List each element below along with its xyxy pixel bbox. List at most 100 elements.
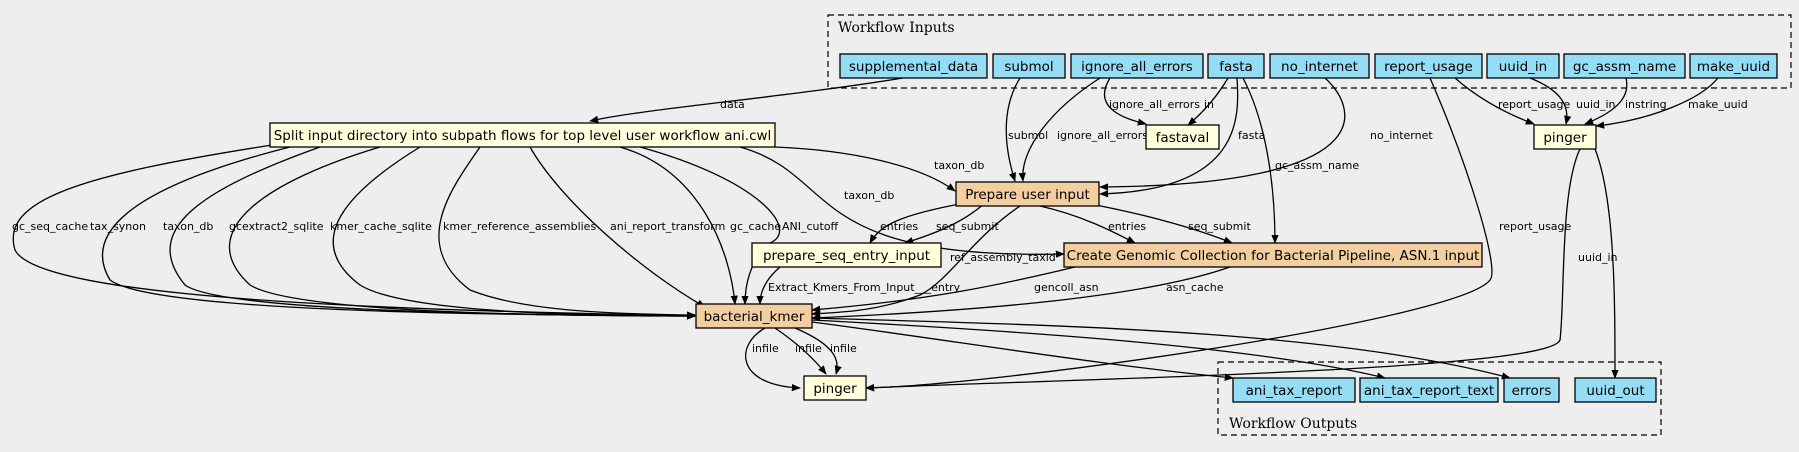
- output-ani-tax-report-text[interactable]: ani_tax_report_text: [1359, 377, 1499, 403]
- edge-out-errors: [811, 317, 1511, 380]
- output-ani-tax-report[interactable]: ani_tax_report: [1232, 377, 1356, 403]
- edge-entries-seq: [869, 202, 966, 244]
- svg-text:ignore_all_errors: ignore_all_errors: [1081, 59, 1193, 75]
- svg-text:pinger: pinger: [813, 381, 857, 397]
- edge-asn-cache: [811, 266, 1231, 322]
- label-entries-gc: entries: [1108, 220, 1146, 233]
- input-report-usage[interactable]: report_usage: [1374, 53, 1483, 79]
- step-split-input-directory[interactable]: Split input directory into subpath flows…: [269, 122, 776, 148]
- step-pinger-bottom[interactable]: pinger: [803, 375, 867, 401]
- input-uuid-in[interactable]: uuid_in: [1486, 53, 1560, 79]
- output-errors[interactable]: errors: [1503, 377, 1560, 403]
- edge-kmer-ref: [438, 146, 696, 319]
- edge-ani-cutoff: [639, 146, 781, 305]
- edge-taxon-db-gc: [739, 146, 1065, 258]
- label-seq-submit-seq: seq_submit: [936, 220, 999, 233]
- input-ignore-all-errors[interactable]: ignore_all_errors: [1070, 53, 1204, 79]
- edge-make-uuid: [1595, 77, 1719, 129]
- label-taxon-db-prepare: taxon_db: [934, 159, 984, 172]
- step-prepare-user-input[interactable]: Prepare user input: [955, 181, 1100, 207]
- edge-uuid-out: [1594, 148, 1619, 379]
- step-bacterial-kmer[interactable]: bacterial_kmer: [695, 303, 813, 329]
- step-nodes: Split input directory into subpath flows…: [269, 122, 1597, 401]
- step-create-genomic-collection[interactable]: Create Genomic Collection for Bacterial …: [1063, 242, 1483, 268]
- svg-text:prepare_seq_entry_input: prepare_seq_entry_input: [763, 248, 930, 264]
- workflow-inputs-title: Workflow Inputs: [838, 20, 955, 36]
- svg-text:gc_assm_name: gc_assm_name: [1573, 59, 1676, 75]
- label-gc-cache: gc_cache: [730, 220, 781, 233]
- edge-seq-submit-seq: [904, 202, 986, 244]
- svg-text:errors: errors: [1512, 383, 1552, 399]
- svg-text:Split input directory into sub: Split input directory into subpath flows…: [274, 128, 772, 144]
- label-instring: instring: [1625, 98, 1667, 111]
- label-gc-seq-cache: gc_seq_cache: [12, 220, 88, 233]
- edge-gcextract2: [228, 146, 696, 320]
- edge-out-ani-tax-report: [811, 321, 1234, 381]
- step-fastaval[interactable]: fastaval: [1145, 124, 1220, 150]
- edge-entries-gc: [1039, 205, 1136, 244]
- workflow-outputs-title: Workflow Outputs: [1229, 416, 1357, 432]
- edge-no-internet: [1099, 77, 1346, 191]
- edge-fasta-in: [1187, 77, 1229, 126]
- edge-ignore-fastaval: [1103, 77, 1147, 126]
- edge-infile-1: [745, 327, 801, 392]
- label-ignore-all-errors-fastaval: ignore_all_errors: [1109, 98, 1200, 111]
- step-prepare-seq-entry-input[interactable]: prepare_seq_entry_input: [751, 242, 942, 268]
- edge-fasta-gc: [1242, 77, 1279, 244]
- input-make-uuid[interactable]: make_uuid: [1689, 53, 1778, 79]
- svg-text:no_internet: no_internet: [1281, 59, 1358, 75]
- label-ref-assembly-taxid: ref_assembly_taxid: [950, 251, 1056, 264]
- label-gencoll-asn: gencoll_asn: [1034, 281, 1099, 294]
- svg-text:uuid_in: uuid_in: [1499, 59, 1548, 75]
- edge-out-ani-tax-report-text: [811, 319, 1386, 380]
- edge-gc-cache: [619, 146, 738, 305]
- edge-gencoll-asn: [811, 266, 1076, 313]
- input-gc-assm-name[interactable]: gc_assm_name: [1563, 53, 1686, 79]
- label-gc-assm-name: gc_assm_name: [1275, 159, 1359, 172]
- svg-text:report_usage: report_usage: [1384, 59, 1473, 75]
- svg-text:bacterial_kmer: bacterial_kmer: [704, 309, 805, 325]
- svg-text:submol: submol: [1004, 59, 1053, 75]
- input-submol[interactable]: submol: [992, 53, 1066, 79]
- label-infile-2: infile: [795, 342, 822, 355]
- label-report-usage-bottom: report_usage: [1499, 220, 1572, 233]
- label-report-usage: report_usage: [1498, 98, 1571, 111]
- svg-text:Prepare user input: Prepare user input: [965, 187, 1090, 203]
- edge-instring: [1584, 77, 1628, 125]
- edge-taxon-db-prepare: [774, 146, 956, 192]
- svg-text:uuid_out: uuid_out: [1586, 383, 1644, 399]
- label-infile-3: infile: [830, 342, 857, 355]
- edge-ani-report: [529, 146, 706, 308]
- svg-text:ani_tax_report: ani_tax_report: [1246, 383, 1343, 399]
- input-fasta[interactable]: fasta: [1207, 53, 1265, 79]
- output-uuid-out[interactable]: uuid_out: [1574, 377, 1657, 403]
- input-no-internet[interactable]: no_internet: [1269, 53, 1370, 79]
- edge-seq-submit-gc: [1084, 202, 1233, 244]
- label-uuid-in-bottom: uuid_in: [1578, 251, 1618, 264]
- edge-kmer-cache: [332, 146, 696, 320]
- edge-gc-seq-cache: [12, 144, 696, 320]
- edge-ignore-prepare: [1018, 77, 1101, 182]
- label-gcextract2-sqlite: gcextract2_sqlite: [229, 220, 324, 233]
- svg-text:make_uuid: make_uuid: [1697, 59, 1770, 75]
- edge-report-usage-bottom: [865, 77, 1493, 392]
- label-kmer-reference-assemblies: kmer_reference_assemblies: [443, 220, 596, 233]
- svg-text:Create Genomic Collection for: Create Genomic Collection for Bacterial …: [1067, 248, 1480, 264]
- label-submol: submol: [1008, 129, 1048, 142]
- edge-report-usage-top: [1454, 77, 1535, 125]
- step-pinger-top[interactable]: pinger: [1533, 124, 1597, 150]
- svg-text:supplemental_data: supplemental_data: [849, 59, 978, 75]
- svg-text:pinger: pinger: [1543, 130, 1587, 146]
- svg-text:fasta: fasta: [1219, 59, 1253, 75]
- label-data: data: [720, 98, 745, 111]
- edge-infile-3: [794, 327, 842, 375]
- edges: [12, 77, 1719, 392]
- input-supplemental-data[interactable]: supplemental_data: [839, 53, 988, 79]
- edge-infile-2: [774, 327, 827, 375]
- label-entries-seq: entries: [880, 220, 918, 233]
- output-nodes: ani_tax_report ani_tax_report_text error…: [1232, 377, 1657, 403]
- label-kmer-cache-sqlite: kmer_cache_sqlite: [330, 220, 432, 233]
- edge-uuid-in-top: [1529, 77, 1572, 125]
- edge-uuid-in-bottom: [865, 148, 1581, 392]
